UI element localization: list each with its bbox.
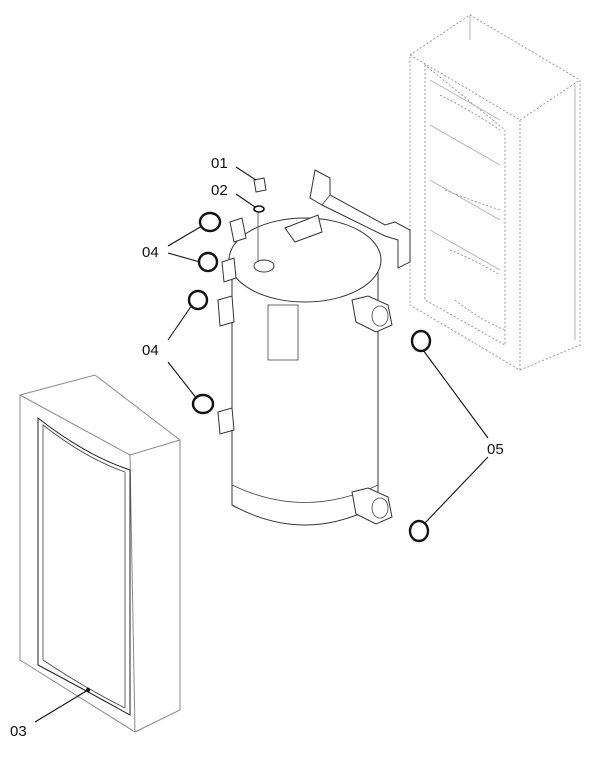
callout-02: 02 bbox=[211, 182, 228, 199]
o-ring-05-b bbox=[408, 519, 430, 543]
leader-lines bbox=[34, 166, 489, 723]
o-ring-05-a bbox=[410, 329, 432, 353]
callout-01: 01 bbox=[211, 155, 228, 172]
cylinder-tank bbox=[228, 212, 382, 526]
o-rings-05 bbox=[408, 329, 432, 543]
o-ring-04-b bbox=[197, 251, 219, 273]
callout-05: 05 bbox=[487, 441, 504, 458]
callout-labels: 01 02 04 04 05 03 bbox=[10, 155, 504, 740]
washer-part-02 bbox=[253, 205, 265, 213]
front-cover bbox=[19, 374, 181, 733]
o-ring-04-c bbox=[187, 289, 209, 311]
tank-fittings bbox=[217, 217, 393, 525]
rear-housing bbox=[409, 14, 581, 371]
callout-04-lower: 04 bbox=[142, 342, 159, 359]
o-ring-04-a bbox=[198, 211, 222, 233]
small-parts bbox=[253, 177, 267, 213]
mounting-bracket bbox=[309, 169, 411, 269]
callout-04-upper: 04 bbox=[142, 244, 159, 261]
o-ring-04-d bbox=[191, 393, 215, 415]
callout-03: 03 bbox=[10, 723, 27, 740]
o-rings-04 bbox=[187, 211, 222, 415]
plug-part-01 bbox=[253, 177, 267, 193]
